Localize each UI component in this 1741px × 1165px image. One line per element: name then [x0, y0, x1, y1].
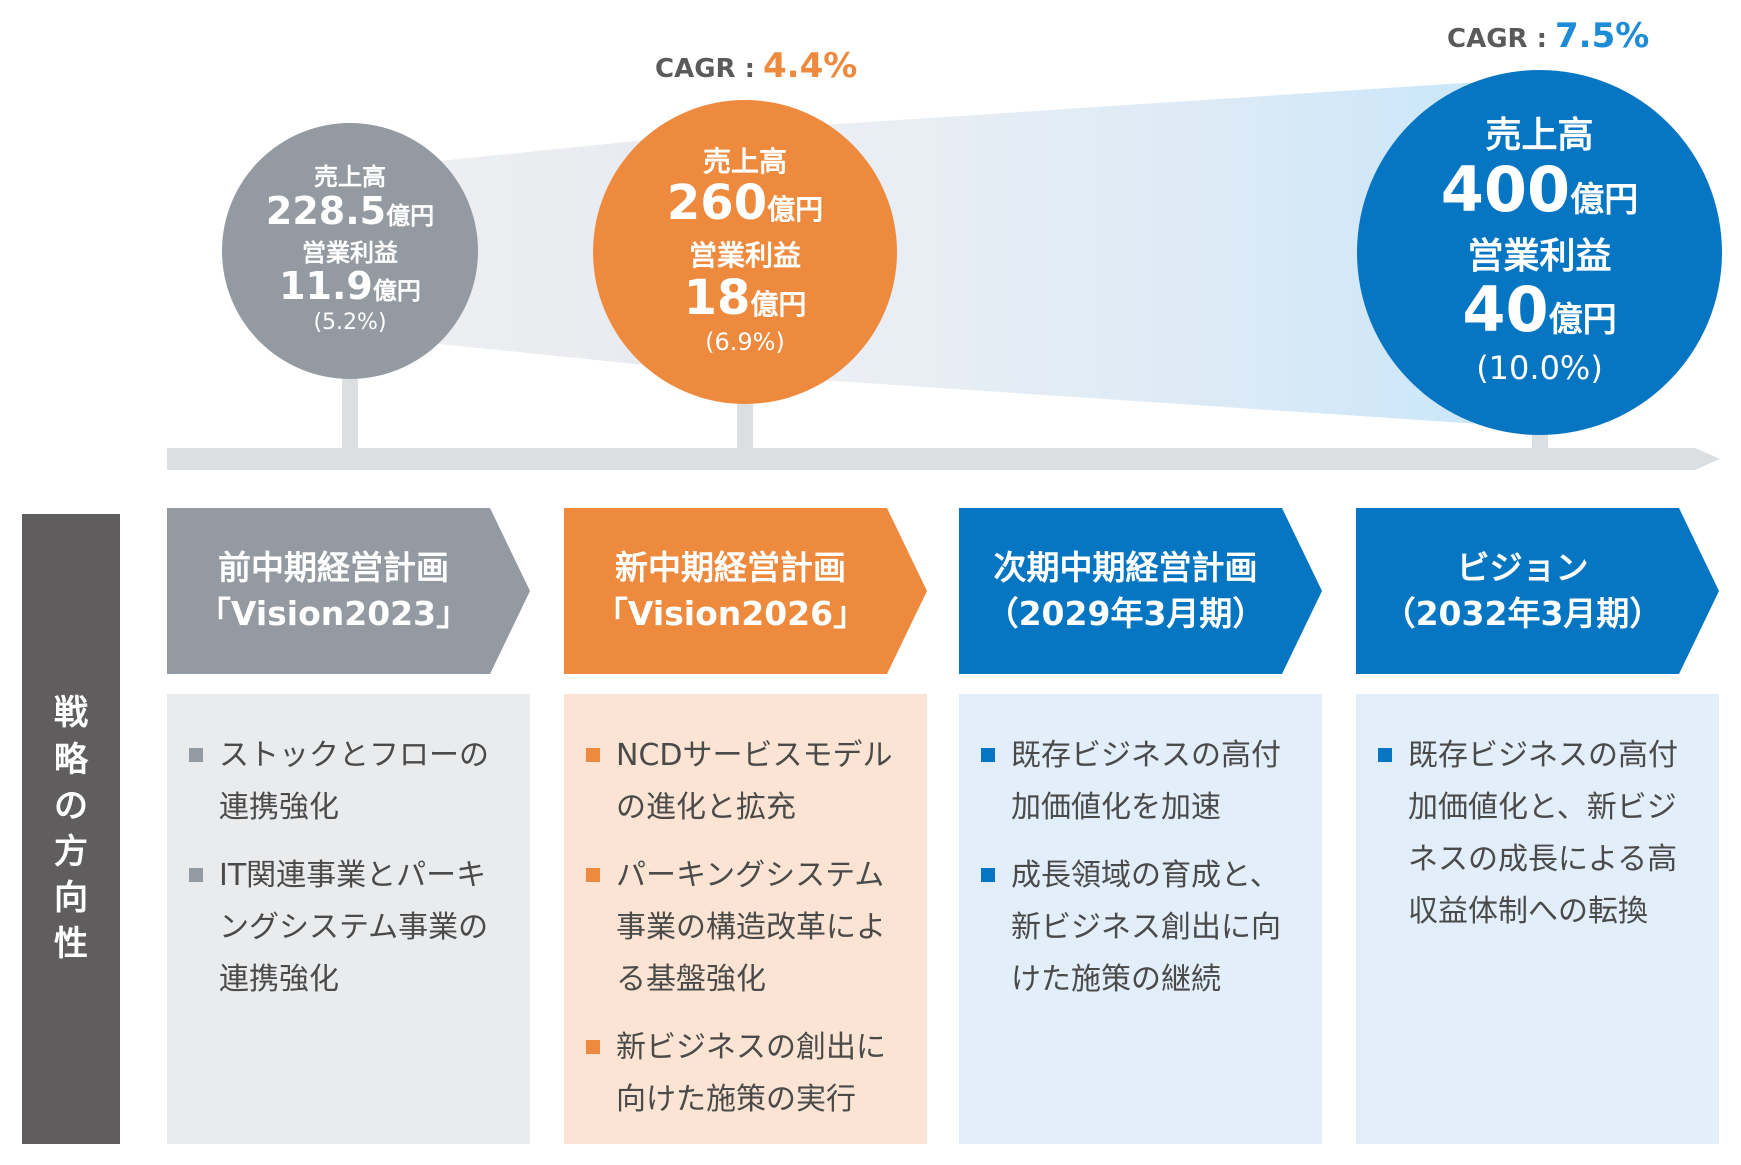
strategy-item: IT関連事業とパーキングシステム事業の連携強化 — [189, 850, 508, 1006]
sales-label: 売上高 — [1485, 115, 1594, 157]
plan-header-next-plan: 次期中期経営計画 （2029年3月期） — [959, 508, 1322, 674]
milestone-circle-2023: 売上高 228.5億円 営業利益 11.9億円 (5.2%) — [222, 123, 478, 379]
cagr-key: CAGR : — [1447, 24, 1548, 54]
stem-2 — [737, 400, 753, 453]
sales-unit: 億円 — [386, 201, 435, 230]
sidebar-char: 戦 — [54, 693, 88, 734]
op-profit-value: 18 — [683, 269, 751, 326]
op-profit-value: 11.9 — [279, 264, 373, 309]
strategy-item: 新ビジネスの創出に向けた施策の実行 — [586, 1022, 905, 1126]
sidebar-char: 向 — [54, 878, 88, 919]
bullet-square-icon — [1378, 748, 1392, 762]
sidebar-char: の — [54, 785, 88, 826]
strategy-panel-next-plan: 既存ビジネスの高付加価値化を加速 成長領域の育成と、新ビジネス創出に向けた施策の… — [959, 694, 1322, 1144]
strategy-item: 既存ビジネスの高付加価値化を加速 — [981, 730, 1300, 834]
sales-label: 売上高 — [702, 144, 787, 178]
sales-value: 228.5 — [265, 188, 387, 233]
plan-subtitle: （2029年3月期） — [985, 594, 1266, 633]
plan-title: 次期中期経営計画 — [993, 547, 1258, 587]
cagr-key: CAGR : — [655, 54, 756, 84]
strategy-item: NCDサービスモデルの進化と拡充 — [586, 730, 905, 834]
stem-3 — [1532, 430, 1548, 453]
op-profit-unit: 億円 — [750, 287, 807, 321]
strategy-item: 成長領域の育成と、新ビジネス創出に向けた施策の継続 — [981, 850, 1300, 1006]
sidebar-char: 方 — [54, 832, 88, 872]
op-profit-value: 40 — [1462, 273, 1549, 347]
sales-value: 260 — [666, 175, 768, 232]
sidebar-char: 略 — [54, 739, 88, 780]
op-profit-figure: 40億円 — [1462, 277, 1616, 342]
bullet-square-icon — [189, 868, 203, 882]
margin-ratio: (6.9%) — [705, 327, 785, 356]
strategy-direction-label: 戦 略 の 方 向 性 — [22, 514, 120, 1144]
sales-figure: 228.5億円 — [265, 188, 435, 233]
milestone-circle-2032: 売上高 400億円 営業利益 40億円 (10.0%) — [1357, 70, 1722, 435]
bullet-square-icon — [189, 748, 203, 762]
strategy-item: パーキングシステム事業の構造改革による基盤強化 — [586, 850, 905, 1006]
bullet-square-icon — [586, 1040, 600, 1054]
strategy-panel-vision2023: ストックとフローの連携強化 IT関連事業とパーキングシステム事業の連携強化 — [167, 694, 530, 1144]
strategy-text: 新ビジネスの創出に向けた施策の実行 — [616, 1030, 886, 1117]
margin-ratio: (10.0%) — [1476, 349, 1603, 388]
strategy-text: パーキングシステム事業の構造改革による基盤強化 — [616, 858, 886, 997]
plan-subtitle: （2032年3月期） — [1382, 594, 1663, 633]
sales-value: 400 — [1440, 152, 1571, 226]
timeline-arrow — [167, 448, 1720, 470]
sidebar-char: 性 — [54, 924, 88, 965]
margin-ratio: (5.2%) — [313, 310, 387, 336]
strategy-text: 既存ビジネスの高付加価値化を加速 — [1011, 738, 1281, 825]
op-profit-unit: 億円 — [1548, 300, 1617, 341]
plan-subtitle: 「Vision2023」 — [197, 594, 470, 633]
cagr-label-1: CAGR : 4.4% — [655, 46, 857, 86]
bullet-square-icon — [981, 868, 995, 882]
plan-title: 新中期経営計画 — [615, 547, 846, 587]
op-profit-figure: 18億円 — [683, 269, 807, 326]
strategy-list: 既存ビジネスの高付加価値化と、新ビジネスの成長による高収益体制への転換 — [1378, 730, 1697, 938]
bullet-square-icon — [981, 748, 995, 762]
strategy-text: IT関連事業とパーキングシステム事業の連携強化 — [219, 858, 489, 997]
plan-title: 前中期経営計画 — [218, 547, 449, 587]
cagr-value: 4.4% — [763, 46, 858, 86]
strategy-list: NCDサービスモデルの進化と拡充 パーキングシステム事業の構造改革による基盤強化… — [586, 730, 905, 1126]
sales-label: 売上高 — [314, 163, 386, 192]
strategy-text: 成長領域の育成と、新ビジネス創出に向けた施策の継続 — [1011, 858, 1281, 997]
plan-subtitle: 「Vision2026」 — [594, 594, 867, 633]
sales-figure: 260億円 — [667, 178, 823, 228]
strategy-text: 既存ビジネスの高付加価値化と、新ビジネスの成長による高収益体制への転換 — [1408, 738, 1678, 929]
bullet-square-icon — [586, 748, 600, 762]
strategy-text: ストックとフローの連携強化 — [219, 738, 489, 825]
bullet-square-icon — [586, 868, 600, 882]
milestone-circle-2026: 売上高 260億円 営業利益 18億円 (6.9%) — [593, 100, 897, 404]
strategy-item: 既存ビジネスの高付加価値化と、新ビジネスの成長による高収益体制への転換 — [1378, 730, 1697, 938]
strategy-item: ストックとフローの連携強化 — [189, 730, 508, 834]
sales-figure: 400億円 — [1441, 157, 1638, 222]
stem-1 — [342, 375, 358, 453]
sales-unit: 億円 — [1570, 179, 1639, 220]
strategy-text: NCDサービスモデルの進化と拡充 — [616, 738, 893, 825]
plan-header-vision2026: 新中期経営計画 「Vision2026」 — [564, 508, 927, 674]
cagr-label-2: CAGR : 7.5% — [1447, 16, 1649, 56]
strategy-list: 既存ビジネスの高付加価値化を加速 成長領域の育成と、新ビジネス創出に向けた施策の… — [981, 730, 1300, 1006]
op-profit-label: 営業利益 — [1467, 235, 1612, 277]
op-profit-label: 営業利益 — [302, 238, 398, 267]
growth-band-2 — [745, 78, 1540, 428]
cagr-value: 7.5% — [1555, 16, 1650, 56]
plan-header-vision: ビジョン （2032年3月期） — [1356, 508, 1719, 674]
strategy-panel-vision: 既存ビジネスの高付加価値化と、新ビジネスの成長による高収益体制への転換 — [1356, 694, 1719, 1144]
strategy-panel-vision2026: NCDサービスモデルの進化と拡充 パーキングシステム事業の構造改革による基盤強化… — [564, 694, 927, 1144]
op-profit-unit: 億円 — [372, 277, 421, 306]
sales-unit: 億円 — [767, 193, 824, 227]
plan-header-vision2023: 前中期経営計画 「Vision2023」 — [167, 508, 530, 674]
strategy-list: ストックとフローの連携強化 IT関連事業とパーキングシステム事業の連携強化 — [189, 730, 508, 1006]
op-profit-label: 営業利益 — [688, 239, 801, 273]
plan-title: ビジョン — [1456, 547, 1589, 587]
op-profit-figure: 11.9億円 — [279, 264, 421, 309]
